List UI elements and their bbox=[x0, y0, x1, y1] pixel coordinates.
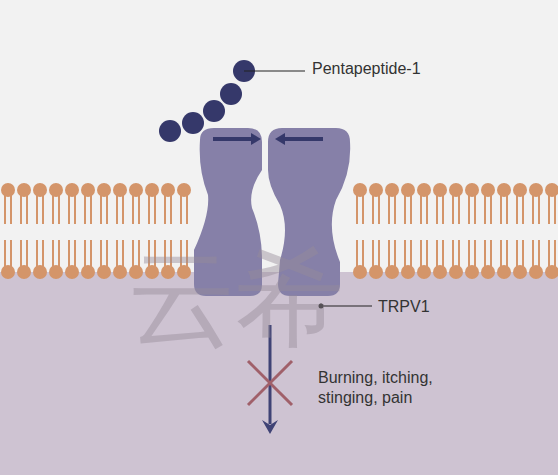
signal-arrowhead bbox=[262, 420, 278, 434]
leader-line bbox=[244, 70, 305, 71]
peptide-label: Pentapeptide-1 bbox=[312, 59, 512, 79]
inward-arrows bbox=[213, 133, 323, 145]
block-cross bbox=[248, 361, 292, 405]
watermark: 云希 bbox=[128, 244, 344, 352]
protein-label: TRPV1 bbox=[378, 297, 528, 317]
pentapeptide-chain bbox=[159, 60, 255, 142]
effect-label: Burning, itching, stinging, pain bbox=[318, 368, 486, 408]
